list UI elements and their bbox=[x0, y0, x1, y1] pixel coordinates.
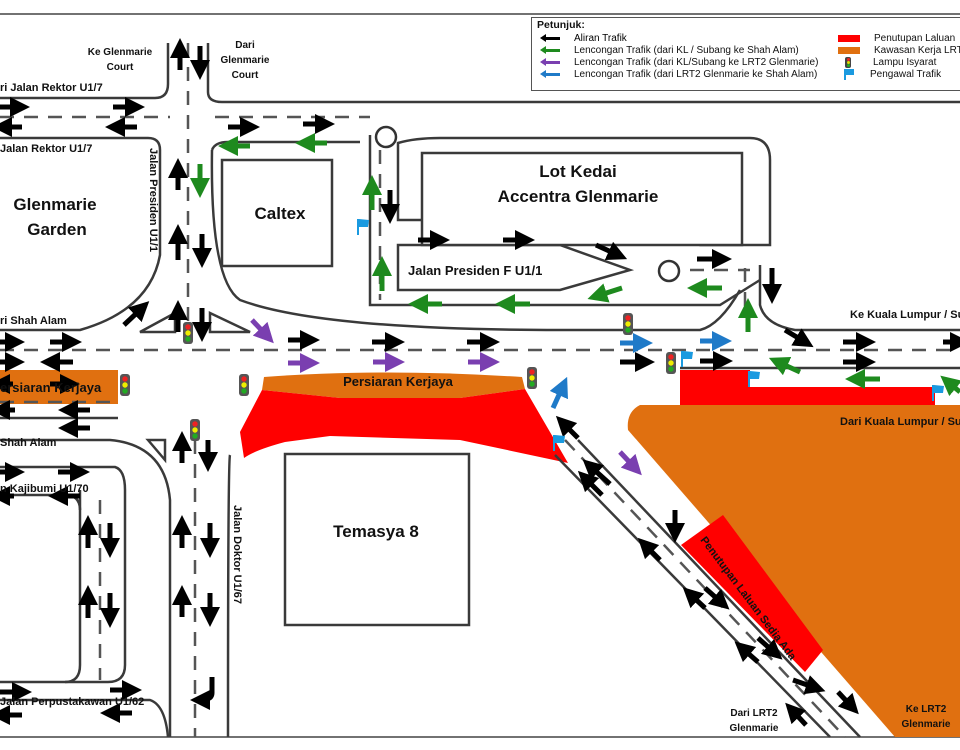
legend: Petunjuk: Aliran Trafik Lencongan Trafik… bbox=[531, 17, 960, 91]
label-dari-glenmarie-court-3: Court bbox=[232, 70, 259, 81]
label-dari-shah-alam: ri Shah Alam bbox=[0, 315, 67, 327]
detour-lrt2-to-shah-alam-arrows bbox=[549, 331, 732, 410]
building-caltex bbox=[220, 158, 334, 268]
legend-label: Penutupan Laluan bbox=[874, 32, 956, 44]
road-closure-right bbox=[680, 370, 935, 405]
label-ke-kuala-lumpur: Ke Kuala Lumpur / Su bbox=[850, 309, 960, 321]
label-lot-kedai: Lot Kedai bbox=[539, 162, 616, 181]
traffic-light-icon bbox=[845, 56, 851, 68]
label-ke-lrt2-2: Glenmarie bbox=[902, 719, 951, 730]
legend-label: Lencongan Trafik (dari LRT2 Glenmarie ke… bbox=[574, 68, 818, 80]
label-jalan-perpustakawan: Jalan Perpustakawan U1/62 bbox=[0, 696, 144, 708]
label-ke-glenmarie-court-2: Court bbox=[107, 62, 134, 73]
lrt3-work-zone-left bbox=[0, 370, 118, 404]
detour-kl-to-lrt2-arrows bbox=[250, 318, 642, 476]
label-ke-lrt2: Ke LRT2 bbox=[906, 704, 947, 715]
legend-item-detour-purple: Lencongan Trafik (dari KL/Subang ke LRT2… bbox=[540, 56, 818, 68]
red-swatch-icon bbox=[838, 34, 860, 42]
roundabout-top bbox=[374, 125, 398, 149]
traffic-light-icon bbox=[527, 367, 537, 389]
legend-item-detour-blue: Lencongan Trafik (dari LRT2 Glenmarie ke… bbox=[540, 68, 817, 80]
traffic-warden-flags bbox=[357, 219, 944, 451]
label-glenmarie-garden: Glenmarie bbox=[13, 195, 96, 214]
traffic-light-icon bbox=[190, 419, 200, 441]
legend-label: Pengawal Trafik bbox=[870, 68, 942, 80]
legend-item-lrt3-work-zone: Kawasan Kerja LRT3 bbox=[838, 44, 960, 56]
label-persiaran-kerjaya-left: ersiaran Kerjaya bbox=[0, 380, 102, 395]
legend-item-traffic-warden: Pengawal Trafik bbox=[838, 68, 941, 80]
detour-kl-to-shah-alam-arrows bbox=[190, 133, 960, 397]
label-dari-kuala-lumpur: Dari Kuala Lumpur / Su bbox=[840, 416, 960, 428]
traffic-lights bbox=[120, 313, 676, 441]
arrow-left-icon bbox=[540, 58, 560, 66]
traffic-light-icon bbox=[183, 322, 193, 344]
legend-label: Aliran Trafik bbox=[574, 32, 627, 44]
label-dari-lrt2-2: Glenmarie bbox=[730, 723, 779, 734]
traffic-flow-arrows bbox=[0, 38, 960, 727]
label-jalan-presiden-f: Jalan Presiden F U1/1 bbox=[408, 263, 542, 278]
legend-title: Petunjuk: bbox=[537, 19, 585, 31]
label-jalan-doktor: Jalan Doktor U1/67 bbox=[231, 505, 243, 604]
roundabout-right bbox=[657, 259, 681, 283]
label-ke-glenmarie-court: Ke Glenmarie bbox=[88, 47, 153, 58]
label-glenmarie-garden-2: Garden bbox=[27, 220, 87, 239]
flag-icon bbox=[681, 351, 693, 367]
traffic-light-icon bbox=[623, 313, 633, 335]
legend-label: Lencongan Trafik (dari KL/Subang ke LRT2… bbox=[574, 56, 819, 68]
legend-item-road-closure: Penutupan Laluan bbox=[838, 32, 955, 44]
label-ke-shah-alam: Shah Alam bbox=[0, 437, 57, 449]
arrow-left-icon bbox=[540, 70, 560, 78]
label-caltex: Caltex bbox=[254, 204, 306, 223]
label-jalan-presiden: Jalan Presiden U1/1 bbox=[147, 148, 159, 252]
legend-item-detour-green: Lencongan Trafik (dari KL / Subang ke Sh… bbox=[540, 44, 799, 56]
road-network bbox=[0, 43, 960, 738]
traffic-light-icon bbox=[120, 374, 130, 396]
label-jalan-rektor-bottom: Jalan Rektor U1/7 bbox=[0, 143, 92, 155]
traffic-light-icon bbox=[239, 374, 249, 396]
label-dari-glenmarie-court: Dari bbox=[235, 40, 255, 51]
legend-label: Kawasan Kerja LRT3 bbox=[874, 44, 960, 56]
legend-label: Lampu Isyarat bbox=[873, 56, 937, 68]
label-dari-lrt2: Dari LRT2 bbox=[730, 708, 778, 719]
flag-icon bbox=[357, 219, 369, 235]
map-labels: Ke Glenmarie Court Dari Glenmarie Court … bbox=[0, 40, 960, 734]
lrt3-work-zone-right bbox=[627, 405, 960, 737]
lrt3-work-zone-center bbox=[262, 372, 525, 398]
label-persiaran-kerjaya-center: Persiaran Kerjaya bbox=[343, 374, 454, 389]
building-lot-kedai bbox=[420, 151, 744, 247]
arrow-left-icon bbox=[540, 46, 560, 54]
flag-icon bbox=[932, 385, 944, 401]
orange-swatch-icon bbox=[838, 46, 860, 54]
label-dari-glenmarie-court-2: Glenmarie bbox=[221, 55, 270, 66]
flag-icon bbox=[844, 68, 854, 80]
building-temasya-8 bbox=[283, 452, 471, 627]
road-closure-center bbox=[240, 389, 568, 463]
traffic-light-icon bbox=[666, 352, 676, 374]
flag-icon bbox=[553, 435, 565, 451]
legend-item-traffic-flow: Aliran Trafik bbox=[540, 32, 627, 44]
road-closure-existing bbox=[681, 515, 823, 672]
label-lot-kedai-2: Accentra Glenmarie bbox=[498, 187, 659, 206]
arrow-left-icon bbox=[540, 34, 560, 42]
legend-label: Lencongan Trafik (dari KL / Subang ke Sh… bbox=[574, 44, 799, 56]
flag-icon bbox=[748, 371, 760, 387]
label-jalan-kajibumi: n Kajibumi U1/70 bbox=[0, 483, 89, 495]
label-jalan-rektor-top: ri Jalan Rektor U1/7 bbox=[0, 82, 103, 94]
label-temasya-8: Temasya 8 bbox=[333, 522, 419, 541]
legend-item-traffic-light: Lampu Isyarat bbox=[838, 56, 936, 68]
